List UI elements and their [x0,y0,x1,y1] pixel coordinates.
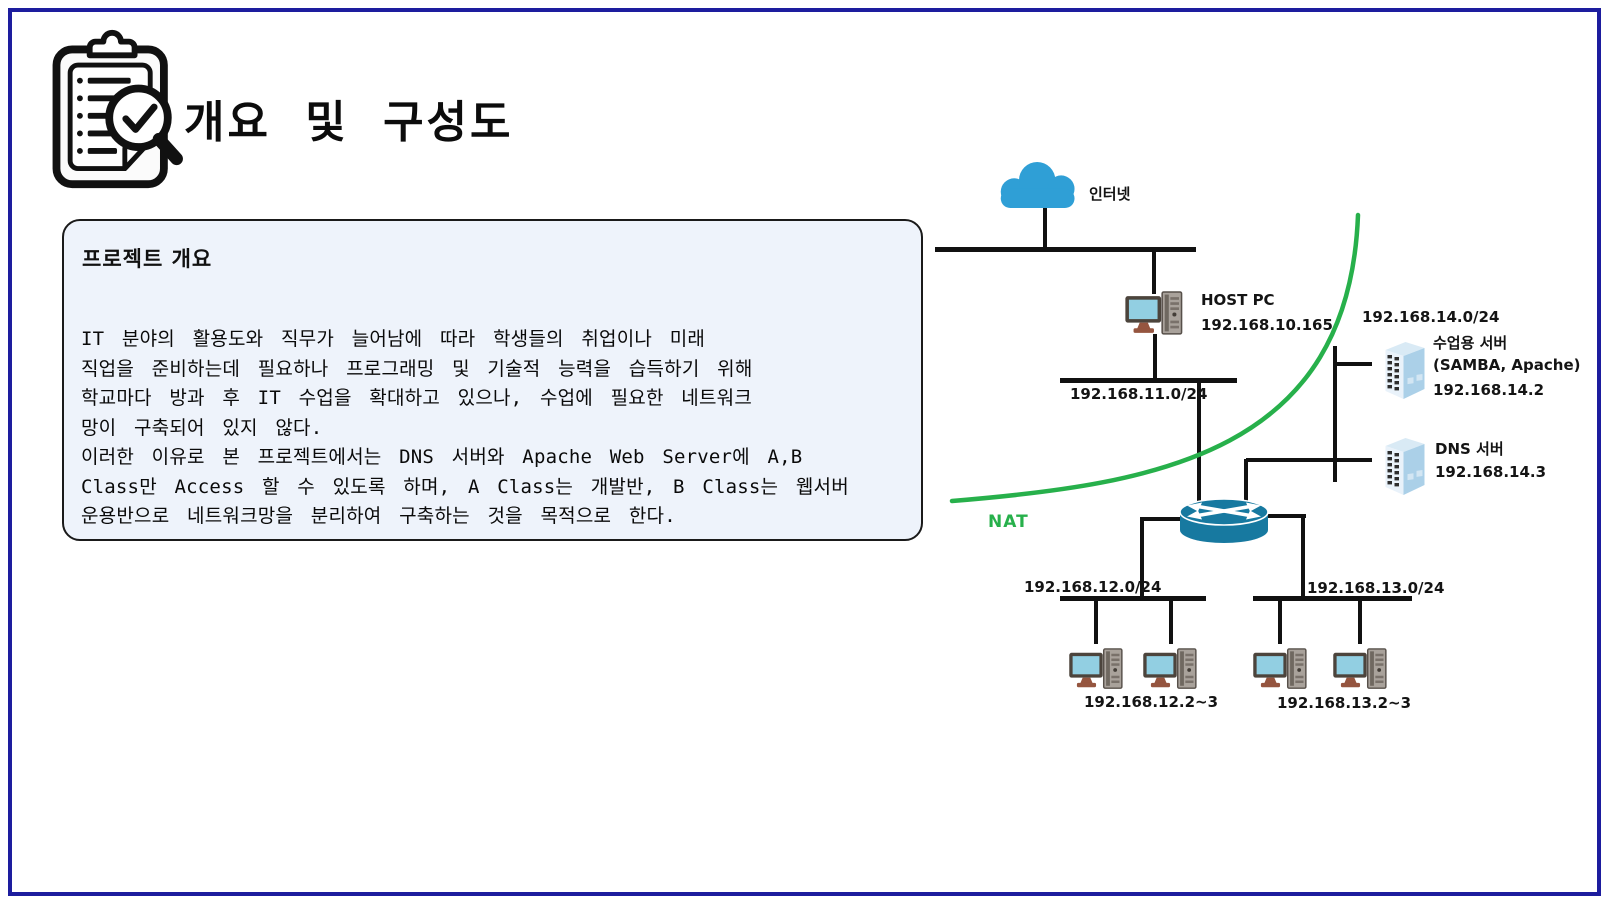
link-lan12-vert [1140,517,1144,600]
project-overview-box: 프로젝트 개요 IT 분야의 활용도와 직무가 늘어남에 따라 학생들의 취업이… [62,219,923,541]
pc-icon [1252,648,1307,689]
lan12-label: 192.168.12.0/24 [1024,578,1162,596]
link-cloud-drop [1043,206,1047,250]
link-lan14-bus [1333,346,1337,482]
link-router-lan12-horiz [1141,517,1182,521]
link-pc-a1-drop [1094,598,1098,644]
class-server-label: 수업용 서버 [1433,334,1508,352]
pc-icon [1142,648,1197,689]
nat-label: NAT [988,512,1029,532]
pc-icon [1068,648,1123,689]
page-title: 개요 및 구성도 [184,97,514,148]
overview-heading: 프로젝트 개요 [82,247,213,271]
dns-server-icon [1385,438,1425,495]
overview-line: Class만 Access 할 수 있도록 하며, A Class는 개발반, … [81,475,849,498]
clipboard-magnifier-icon [52,29,183,189]
link-lan13-vert [1301,514,1305,600]
internet-cloud-icon [1000,162,1075,208]
class-server-ip: 192.168.14.2 [1433,381,1545,399]
link-hostpc-lan11 [1153,334,1157,381]
overview-line: 이러한 이유로 본 프로젝트에서는 DNS 서버와 Apache Web Ser… [81,446,803,468]
link-class-server-stub [1335,362,1372,366]
link-lan11-bus [1060,378,1237,383]
class-server-detail: (SAMBA, Apache) [1433,356,1581,374]
link-lan14-horiz [1246,458,1372,462]
internet-label: 인터넷 [1089,185,1131,203]
host-pc-ip: 192.168.10.165 [1201,316,1333,334]
link-pc-a2-drop [1169,598,1173,644]
dns-server-ip: 192.168.14.3 [1435,463,1547,481]
pc-icon [1332,648,1387,689]
link-pc-b2-drop [1358,598,1362,644]
link-router-lan13-horiz [1266,514,1306,518]
overview-line: 망이 구축되어 있지 않다. [81,416,323,439]
overview-line: 운용반으로 네트워크망을 분리하여 구축하는 것을 목적으로 한다. [81,505,676,527]
pc-group-a-ip: 192.168.12.2~3 [1084,693,1219,711]
lan11-label: 192.168.11.0/24 [1070,385,1208,403]
overview-body: IT 분야의 활용도와 직무가 늘어남에 따라 학생들의 취업이나 미래 직업을… [81,325,911,532]
link-lan12-bus [1060,596,1206,601]
link-bus-hostpc [1152,249,1156,294]
host-pc-label: HOST PC [1201,291,1275,309]
overview-line: 직업을 준비하는데 필요하나 프로그래밍 및 기술적 능력을 습득하기 위해 [81,357,753,380]
class-server-icon [1385,342,1425,399]
pc-group-b-ip: 192.168.13.2~3 [1277,694,1412,712]
link-pc-b1-drop [1278,598,1282,644]
dns-server-label: DNS 서버 [1435,440,1504,458]
host-pc-icon [1124,291,1183,335]
link-lan13-bus [1253,596,1412,601]
overview-line: 학교마다 방과 후 IT 수업을 확대하고 있으나, 수업에 필요한 네트워크 [81,387,753,409]
lan13-label: 192.168.13.0/24 [1307,579,1445,597]
link-internet-bus [935,247,1196,252]
router-icon [1179,498,1269,543]
overview-line: IT 분야의 활용도와 직무가 늘어남에 따라 학생들의 취업이나 미래 [81,328,706,350]
lan14-label: 192.168.14.0/24 [1362,308,1500,326]
